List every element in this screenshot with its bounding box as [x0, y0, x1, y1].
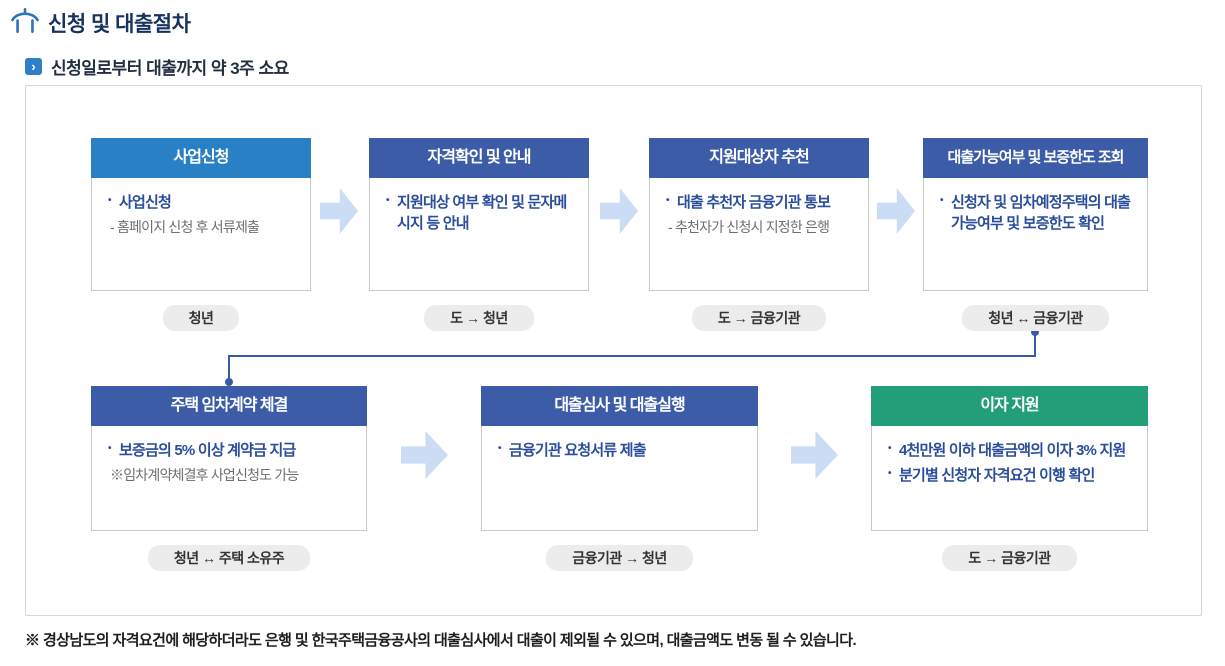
step-detail: 4천만원 이하 대출금액의 이자 3% 지원: [888, 440, 1137, 461]
section-subtitle-row: › 신청일로부터 대출까지 약 3주 소요: [25, 54, 289, 79]
step-title: 대출심사 및 대출실행: [481, 386, 758, 426]
flow-actor-badge: 도 → 금융기관: [691, 305, 827, 331]
page-header: 신청 및 대출절차: [10, 7, 191, 39]
step-detail: 사업신청: [108, 192, 300, 213]
footnote: ※ 경상남도의 자격요건에 해당하더라도 은행 및 한국주택금융공사의 대출심사…: [25, 632, 857, 649]
flow-diagram: 사업신청 사업신청 - 홈페이지 신청 후 서류제출 청년 자격확인 및 안내 …: [25, 85, 1202, 616]
step-candidate-recommendation: 지원대상자 추천 대출 추천자 금융기관 통보 - 추천자가 신청시 지정한 은…: [649, 138, 869, 331]
flow-actor-badge: 금융기관 → 청년: [546, 545, 693, 571]
step-detail: 지원대상 여부 확인 및 문자메시지 등 안내: [386, 192, 578, 235]
step-loan-review-execution: 대출심사 및 대출실행 금융기관 요청서류 제출 금융기관 → 청년: [481, 386, 758, 571]
page-title: 신청 및 대출절차: [48, 13, 191, 36]
step-subdetail: - 홈페이지 신청 후 서류제출: [110, 219, 260, 236]
step-body: 대출 추천자 금융기관 통보 - 추천자가 신청시 지정한 은행: [649, 178, 869, 291]
section-subtitle: 신청일로부터 대출까지 약 3주 소요: [51, 59, 289, 78]
step-body: 보증금의 5% 이상 계약금 지급 ※임차계약체결후 사업신청도 가능: [91, 426, 367, 531]
flow-actor-badge: 청년 ↔ 금융기관: [962, 305, 1109, 331]
step-body: 4천만원 이하 대출금액의 이자 3% 지원 분기별 신청자 자격요건 이행 확…: [871, 426, 1148, 531]
step-eligibility-check: 자격확인 및 안내 지원대상 여부 확인 및 문자메시지 등 안내 도 → 청년: [369, 138, 589, 331]
step-body: 금융기관 요청서류 제출: [481, 426, 758, 531]
flow-arrow-icon: [600, 188, 638, 234]
step-title: 이자 지원: [871, 386, 1148, 426]
step-title: 지원대상자 추천: [649, 138, 869, 178]
flow-actor-badge: 청년: [162, 305, 240, 331]
flow-arrow-icon: [320, 188, 358, 234]
step-lease-contract: 주택 임차계약 체결 보증금의 5% 이상 계약금 지급 ※임차계약체결후 사업…: [91, 386, 367, 571]
flow-arrow-icon: [401, 431, 448, 479]
flow-arrow-icon: [791, 431, 838, 479]
step-detail: 금융기관 요청서류 제출: [498, 440, 747, 461]
flow-actor-badge: 도 → 청년: [424, 305, 534, 331]
step-title: 사업신청: [91, 138, 311, 178]
step-detail: 대출 추천자 금융기관 통보: [666, 192, 858, 213]
step-title: 대출가능여부 및 보증한도 조회: [923, 138, 1148, 178]
step-body: 지원대상 여부 확인 및 문자메시지 등 안내: [369, 178, 589, 291]
step-subdetail: ※임차계약체결후 사업신청도 가능: [110, 467, 299, 484]
home-icon: [10, 7, 40, 39]
step-detail: 보증금의 5% 이상 계약금 지급: [108, 440, 356, 461]
flow-actor-badge: 청년 ↔ 주택 소유주: [147, 545, 311, 571]
step-subdetail: - 추천자가 신청시 지정한 은행: [668, 219, 830, 236]
step-title: 주택 임차계약 체결: [91, 386, 367, 426]
step-interest-support: 이자 지원 4천만원 이하 대출금액의 이자 3% 지원 분기별 신청자 자격요…: [871, 386, 1148, 571]
step-title: 자격확인 및 안내: [369, 138, 589, 178]
chevron-right-icon: ›: [25, 58, 42, 75]
step-detail: 신청자 및 임차예정주택의 대출가능여부 및 보증한도 확인: [940, 192, 1137, 235]
step-body: 신청자 및 임차예정주택의 대출가능여부 및 보증한도 확인: [923, 178, 1148, 291]
step-body: 사업신청 - 홈페이지 신청 후 서류제출: [91, 178, 311, 291]
step-business-application: 사업신청 사업신청 - 홈페이지 신청 후 서류제출 청년: [91, 138, 311, 331]
flow-actor-badge: 도 → 금융기관: [942, 545, 1077, 571]
step-detail: 분기별 신청자 자격요건 이행 확인: [888, 465, 1137, 486]
step-loan-limit-check: 대출가능여부 및 보증한도 조회 신청자 및 임차예정주택의 대출가능여부 및 …: [923, 138, 1148, 331]
flow-arrow-icon: [877, 188, 915, 234]
